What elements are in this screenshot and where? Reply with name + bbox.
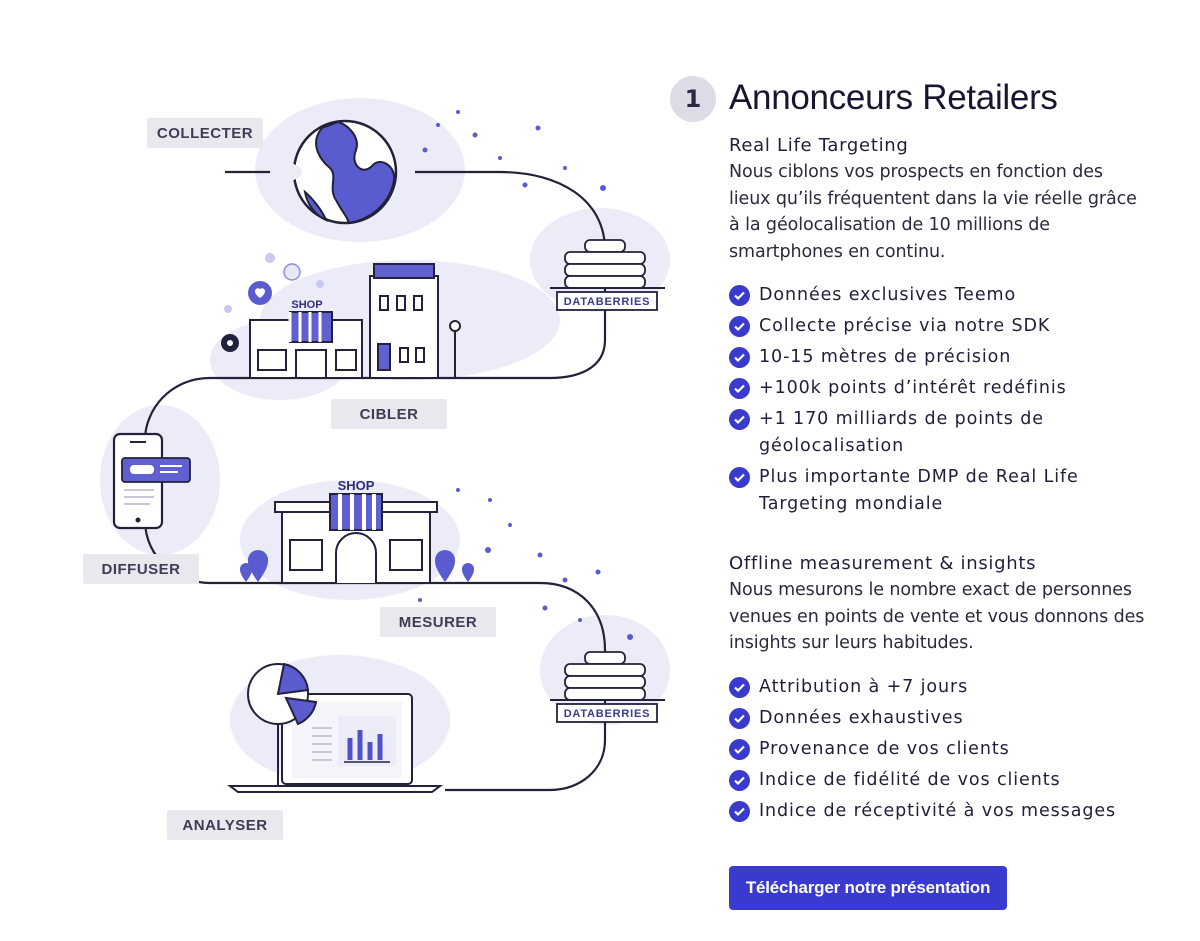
check-icon bbox=[729, 738, 750, 760]
section-real-life-targeting: Real Life Targeting Nous ciblons vos pro… bbox=[729, 132, 1149, 522]
check-icon bbox=[729, 316, 750, 337]
shop-storefront-icon: SHOP bbox=[274, 478, 438, 584]
list-item: Données exclusives Teemo bbox=[729, 282, 1149, 309]
download-presentation-button[interactable]: Télécharger notre présentation bbox=[729, 866, 1007, 910]
check-icon bbox=[729, 409, 750, 430]
tag-diffuser: DIFFUSER bbox=[83, 554, 199, 584]
list-item: +1 170 milliards de points de géolocalis… bbox=[729, 406, 1149, 460]
databerries-server-icon: DATABERRIES bbox=[550, 239, 665, 311]
tag-mesurer-label: MESURER bbox=[399, 614, 478, 631]
check-icon bbox=[729, 769, 750, 791]
list-item: Plus importante DMP de Real Life Targeti… bbox=[729, 464, 1149, 518]
list-item-label: Données exhaustives bbox=[759, 707, 964, 728]
tag-mesurer: MESURER bbox=[380, 607, 496, 637]
section-offline-measurement: Offline measurement & insights Nous mesu… bbox=[729, 550, 1149, 829]
check-icon bbox=[729, 800, 750, 822]
tag-collecter: COLLECTER bbox=[147, 118, 263, 148]
shop-label-top: SHOP bbox=[291, 299, 322, 311]
list-item: Données exhaustives bbox=[729, 705, 1149, 732]
list-item-label: Indice de réceptivité à vos messages bbox=[759, 800, 1117, 821]
laptop-analytics-icon bbox=[227, 662, 443, 793]
list-item-label: Collecte précise via notre SDK bbox=[759, 316, 1051, 336]
list-item-label: 10-15 mètres de précision bbox=[759, 347, 1012, 367]
tag-cibler-label: CIBLER bbox=[360, 406, 419, 423]
list-item: Provenance de vos clients bbox=[729, 736, 1149, 763]
list-item-label: +1 170 milliards de points de géolocalis… bbox=[759, 409, 1044, 456]
process-illustration: COLLECTER CIBLER DIFFUSER MESURER ANALYS… bbox=[83, 98, 670, 840]
list-item: 10-15 mètres de précision bbox=[729, 344, 1149, 371]
list-item: Attribution à +7 jours bbox=[729, 674, 1149, 701]
check-icon bbox=[729, 347, 750, 368]
shop-label-storefront: SHOP bbox=[338, 478, 375, 493]
location-pin-icons bbox=[240, 550, 474, 582]
dots-decoration bbox=[418, 110, 633, 640]
list-item: Indice de fidélité de vos clients bbox=[729, 767, 1149, 794]
list-item-label: +100k points d’intérêt redéfinis bbox=[759, 378, 1067, 398]
check-icon bbox=[729, 467, 750, 488]
check-icon bbox=[729, 707, 750, 729]
list-item: Collecte précise via notre SDK bbox=[729, 313, 1149, 340]
check-icon bbox=[729, 378, 750, 399]
tag-collecter-label: COLLECTER bbox=[157, 125, 253, 142]
shop-building-icon: SHOP bbox=[249, 299, 363, 379]
section-title: Offline measurement & insights bbox=[729, 553, 1037, 574]
section-description: Nous ciblons vos prospects en fonction d… bbox=[729, 162, 1137, 262]
list-item-label: Plus importante DMP de Real Life Targeti… bbox=[759, 467, 1079, 514]
step-number-badge: 1 bbox=[670, 76, 716, 122]
list-item-label: Attribution à +7 jours bbox=[759, 676, 969, 697]
databerries-label: DATABERRIES bbox=[564, 296, 651, 308]
check-icon bbox=[729, 285, 750, 306]
section-title: Real Life Targeting bbox=[729, 135, 909, 156]
smartphone-icon bbox=[112, 432, 191, 530]
list-item-label: Données exclusives Teemo bbox=[759, 285, 1017, 305]
office-building-icon bbox=[369, 263, 461, 379]
feature-list: Attribution à +7 jours Données exhaustiv… bbox=[729, 674, 1149, 825]
list-item-label: Indice de fidélité de vos clients bbox=[759, 769, 1061, 790]
feature-list: Données exclusives Teemo Collecte précis… bbox=[729, 282, 1149, 518]
databerries-server-icon-2: DATABERRIES bbox=[550, 651, 665, 723]
page-title: Annonceurs Retailers bbox=[729, 78, 1058, 117]
list-item: Indice de réceptivité à vos messages bbox=[729, 798, 1149, 825]
tag-diffuser-label: DIFFUSER bbox=[102, 561, 181, 578]
social-icons-decoration bbox=[221, 253, 324, 352]
tag-analyser: ANALYSER bbox=[167, 810, 283, 840]
section-description: Nous mesurons le nombre exact de personn… bbox=[729, 580, 1145, 653]
list-item: +100k points d’intérêt redéfinis bbox=[729, 375, 1149, 402]
globe-icon bbox=[270, 119, 440, 225]
tag-cibler: CIBLER bbox=[331, 399, 447, 429]
list-item-label: Provenance de vos clients bbox=[759, 738, 1010, 759]
check-icon bbox=[729, 676, 750, 698]
tag-analyser-label: ANALYSER bbox=[182, 817, 267, 834]
databerries-label-2: DATABERRIES bbox=[564, 708, 651, 720]
